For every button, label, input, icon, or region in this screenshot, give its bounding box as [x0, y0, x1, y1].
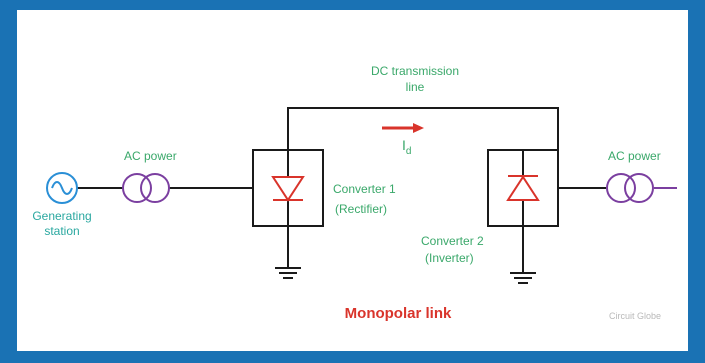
source-label-1: Generating [32, 209, 91, 223]
diagram-panel: DC transmission line Id AC power AC powe… [17, 10, 688, 351]
converter1-label-1: Converter 1 [333, 182, 396, 196]
monopolar-link-diagram: DC transmission line Id AC power AC powe… [32, 64, 677, 322]
converter2-label-1: Converter 2 [421, 234, 484, 248]
transformer-icon [122, 173, 170, 203]
line-label-2: line [406, 80, 425, 94]
transformer-icon [606, 173, 654, 203]
current-label: Id [402, 137, 411, 157]
ac-power-left-label: AC power [124, 149, 177, 163]
current-label-subscript: d [406, 146, 412, 157]
converter1-label-2: (Rectifier) [335, 202, 387, 216]
source-label-2: station [44, 224, 79, 238]
current-label-main: I [402, 137, 406, 153]
converter-1 [252, 149, 324, 227]
ac-source-icon [46, 172, 78, 204]
line-label-1: DC transmission [371, 64, 459, 78]
ground-icon [510, 272, 536, 284]
current-arrow-icon [382, 123, 424, 133]
ground-icon [275, 267, 301, 279]
converter-2 [487, 149, 559, 227]
ac-power-right-label: AC power [608, 149, 661, 163]
diode-icon [271, 176, 305, 202]
watermark: Circuit Globe [609, 311, 661, 321]
dc-transmission-line [287, 107, 559, 182]
diagram-title: Monopolar link [345, 305, 452, 322]
diode-icon [506, 175, 540, 201]
converter2-label-2: (Inverter) [425, 251, 474, 265]
